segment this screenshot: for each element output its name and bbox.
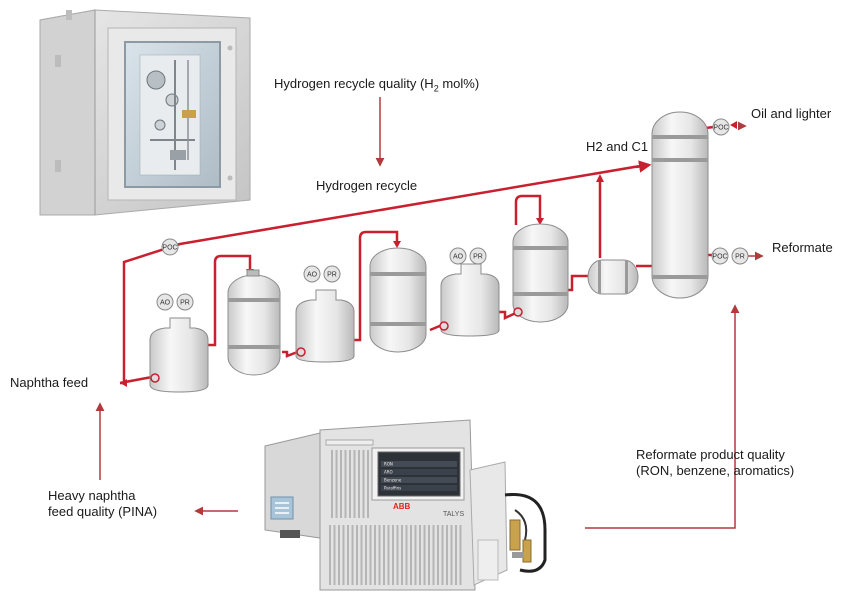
screen-row-label: ARO bbox=[384, 470, 393, 475]
hydrogen-recycle-quality-label: Hydrogen recycle quality (H2 mol%) bbox=[274, 76, 480, 94]
ao-tag-heater-3-text: AO bbox=[453, 253, 464, 260]
poc-tag-hydrogen-text: POC bbox=[162, 244, 177, 251]
reformate-label: Reformate bbox=[772, 240, 833, 255]
talys-label: TALYS bbox=[443, 511, 464, 518]
reformate-quality-line1: Reformate product quality bbox=[636, 447, 785, 462]
heavy-naphtha-quality-label: Heavy naphtha feed quality (PINA) bbox=[48, 488, 157, 520]
oil-and-lighter-label: Oil and lighter bbox=[751, 106, 832, 121]
pr-tag-heater-1: PR bbox=[176, 293, 194, 311]
naphtha-feed-label: Naphtha feed bbox=[10, 375, 89, 390]
ao-tag-heater-3: AO bbox=[449, 247, 467, 265]
heater-3 bbox=[439, 263, 500, 337]
poc-tag-hydrogen: POC bbox=[161, 238, 179, 256]
stabilizer-column bbox=[651, 111, 709, 299]
poc-tag-reformate: POC bbox=[711, 247, 729, 265]
pr-tag-heater-2: PR bbox=[323, 265, 341, 283]
reformate-quality-label: Reformate product quality (RON, benzene,… bbox=[636, 447, 794, 479]
reactor-2 bbox=[369, 247, 427, 353]
pr-tag-heater-3: PR bbox=[469, 247, 487, 265]
heater-1 bbox=[149, 317, 209, 393]
ao-tag-heater-2: AO bbox=[303, 265, 321, 283]
ao-tag-heater-1-text: AO bbox=[160, 299, 171, 306]
pr-tag-heater-1-text: PR bbox=[180, 299, 190, 306]
heater-2 bbox=[295, 289, 355, 363]
pr-tag-reformate-text: PR bbox=[735, 253, 745, 260]
ao-tag-heater-2-text: AO bbox=[307, 271, 318, 278]
poc-tag-oil: POC bbox=[712, 118, 730, 136]
sample-system-cabinet bbox=[39, 9, 251, 216]
abb-logo: ABB bbox=[393, 502, 411, 511]
reactor-3 bbox=[512, 223, 569, 323]
h2-c1-label: H2 and C1 bbox=[586, 139, 649, 154]
process-pipes bbox=[119, 123, 729, 385]
screen-row-label: RON bbox=[384, 462, 393, 467]
arrow-from-reformate-quality bbox=[585, 304, 740, 529]
ao-tag-heater-1: AO bbox=[156, 293, 174, 311]
hydrogen-recycle-label: Hydrogen recycle bbox=[316, 178, 418, 193]
pr-tag-reformate: PR bbox=[731, 247, 749, 265]
instrument-tags: POC AO PR AO PR AO PR POC POC PR bbox=[156, 118, 749, 311]
screen-row-label: Paraffins bbox=[384, 486, 401, 491]
pr-tag-heater-2-text: PR bbox=[327, 271, 337, 278]
screen-row-label: Benzene bbox=[384, 478, 402, 483]
reformate-quality-line2: (RON, benzene, aromatics) bbox=[636, 463, 795, 478]
pr-tag-heater-3-text: PR bbox=[473, 253, 483, 260]
reactor-1 bbox=[227, 269, 281, 376]
poc-tag-oil-text: POC bbox=[713, 124, 728, 131]
poc-tag-reformate-text: POC bbox=[712, 253, 727, 260]
heavy-naphtha-line2: feed quality (PINA) bbox=[48, 504, 158, 519]
heavy-naphtha-line1: Heavy naphtha bbox=[48, 488, 136, 503]
